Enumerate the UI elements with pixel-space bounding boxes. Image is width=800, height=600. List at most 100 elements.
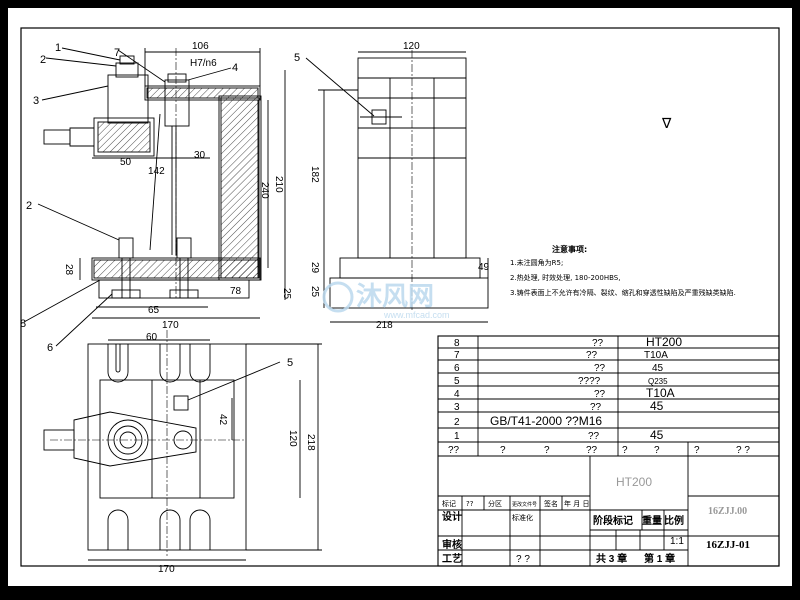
dim-42: 42 [217,414,228,426]
bom-name: ?? [588,431,600,442]
dim-78: 78 [230,286,242,297]
bom-header-cell: ? [694,445,700,456]
part-label-6: 6 [47,342,53,354]
scale-value: 1:1 [670,536,684,547]
bom-name: ?? [586,350,598,361]
bom-name: ?? [594,363,606,374]
bom-row: 3 ?? 45 [454,399,664,413]
bom-row: 8 ?? HT200 [454,335,682,349]
note-1: 1.未注圆角为R5; [510,258,563,267]
top-view-labels: 5 60 42 120 218 170 [146,332,316,575]
bom-name: ???? [578,376,601,387]
title-block-frame [437,335,780,567]
bom-row: 5 ???? Q235 [454,376,668,387]
bom-header-cell: ?? [448,445,460,456]
bom-row: 2 GB/T41-2000 ??M16 [454,414,602,428]
bom-header-cell: ? [544,445,550,456]
bom-no: 3 [454,402,460,413]
front-view-labels: 1 2 3 7 4 2 8 6 106 H7/n6 50 30 142 240 … [20,41,292,354]
dim-240: 240 [259,182,270,199]
bom-no: 8 [454,338,460,349]
bom-name: GB/T41-2000 ??M16 [490,414,602,428]
title-block: HT200 16ZJJ.00 16ZJJ-01 标记 ?? 分区 更改文件号 签… [442,475,750,565]
dim-120-top: 120 [287,430,298,447]
dim-170-top: 170 [158,564,175,575]
dim-50: 50 [120,157,132,168]
watermark-brand: 沐风网 [356,281,434,311]
front-view [23,47,286,347]
side-view [305,50,489,323]
revision-col-label: 年 月 日 [564,499,589,508]
dim-25-side: 25 [309,286,320,298]
bom-material: 45 [652,363,664,374]
part-label-7: 7 [114,47,120,59]
part-label-2b: 2 [26,200,32,212]
note-2: 2.热处理, 时效处理, 180-200HBS, [510,273,620,282]
surface-roughness-mark: ∇ [661,115,672,131]
dim-218-top: 218 [305,434,316,451]
dim-170: 170 [162,320,179,331]
drawing-number: 16ZJJ-01 [706,539,750,551]
dim-60: 60 [146,332,158,343]
bom-no: 1 [454,431,460,442]
drawing-border [20,27,780,567]
part-label-4: 4 [232,62,238,74]
side-view-labels: 5 120 182 29 25 49 218 [294,41,490,331]
bom-no: 6 [454,363,460,374]
dim-30: 30 [194,150,206,161]
design-label: 设计 [442,510,462,523]
bom-header-row: ?? ? ? ?? ? ? ? ? ? [448,445,750,456]
revision-col-label: 签名 [544,499,558,508]
watermark: 沐风网 www.mfcad.com [322,281,450,320]
review-label: 审核 [442,538,462,551]
part-label-5-top: 5 [287,357,293,369]
bom-material: HT200 [646,335,682,349]
bom-material: Q235 [648,377,668,386]
revision-col-label: 分区 [488,499,502,508]
dim-120-side: 120 [403,41,420,52]
bom-no: 7 [454,350,460,361]
part-label-1: 1 [55,42,61,54]
bom-row: 4 ?? T10A [454,386,675,400]
bom-header-cell: ?? [586,445,598,456]
bom-header-cell: ? [500,445,506,456]
dim-fit: H7/n6 [190,58,217,69]
part-label-2: 2 [40,54,46,66]
bom-header-cell: ? ? [736,445,750,456]
part-label-8: 8 [20,318,26,330]
part-label-5-side: 5 [294,52,300,64]
drawing-number-top: 16ZJJ.00 [708,506,747,517]
dim-65: 65 [148,305,160,316]
dim-182: 182 [309,166,320,183]
bom-no: 5 [454,376,460,387]
process-label: 工艺 [442,552,462,565]
bom-material: 45 [650,399,664,413]
bom-header-cell: ? [654,445,660,456]
revision-col-label: 更改文件号 [512,501,537,508]
title-material: HT200 [616,475,652,489]
std-label: 标准化 [512,513,533,522]
dim-49: 49 [478,262,490,273]
revision-col-label: 标记 [442,499,456,508]
dim-218-side: 218 [376,320,393,331]
revision-col-label: ?? [466,500,474,508]
watermark-url: www.mfcad.com [383,310,450,320]
bom-row: 7 ?? T10A [454,350,668,361]
notes-title: 注意事项: [552,244,587,254]
dim-28: 28 [63,264,74,276]
bom-material: T10A [646,386,675,400]
bom-material: T10A [644,350,668,361]
approve-label: ? ? [516,554,530,565]
bom-name: ?? [594,389,606,400]
bom-table: 8 ?? HT200 7 ?? T10A 6 ?? 45 5 ???? Q235… [448,335,750,456]
bom-name: ?? [592,338,604,349]
note-3: 3.铸件表面上不允许有冷隔、裂纹、缩孔和穿透性缺陷及严重残缺类缺陷. [510,288,736,297]
bom-header-cell: ? [622,445,628,456]
bom-name: ?? [590,402,602,413]
top-view [43,330,322,561]
drawing-sheet [8,8,792,586]
technical-notes: 注意事项: 1.未注圆角为R5; 2.热处理, 时效处理, 180-200HBS… [510,115,736,297]
bom-no: 2 [454,417,460,428]
part-label-3: 3 [33,95,39,107]
